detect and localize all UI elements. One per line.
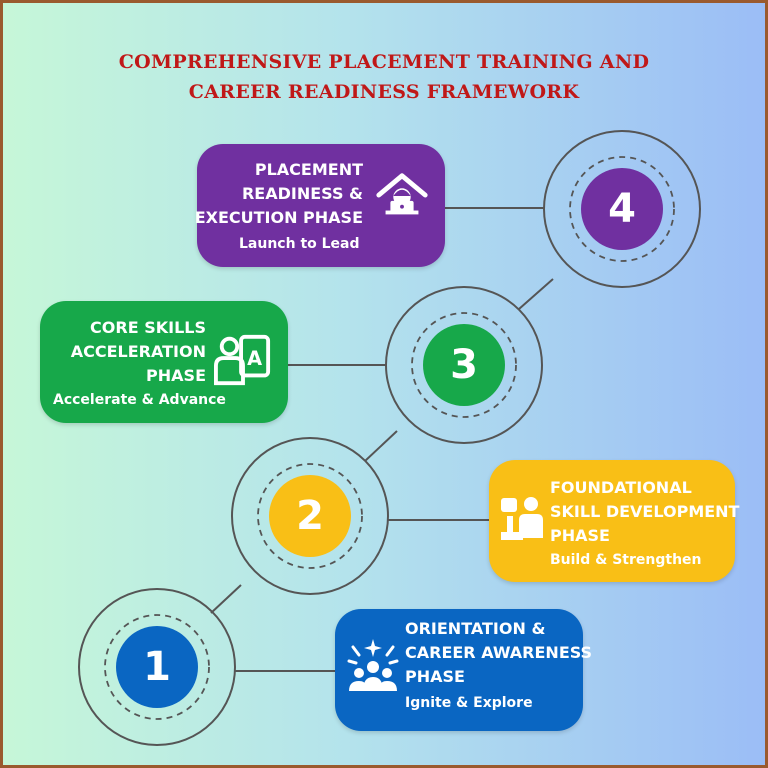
phase-3-title-line-3: PHASE: [146, 366, 206, 385]
phase-1-title-line-1: ORIENTATION &: [405, 619, 546, 638]
phase-3-title-line-1: CORE SKILLS: [90, 318, 206, 337]
title-line-1: COMPREHENSIVE PLACEMENT TRAINING AND: [118, 51, 650, 73]
connector-3-4: [518, 278, 554, 310]
learner-board-icon: A: [214, 334, 271, 386]
presenter-icon: [497, 494, 547, 544]
phase-1-title-line-2: CAREER AWARENESS: [405, 643, 593, 662]
title-line-2: CAREER READINESS FRAMEWORK: [188, 81, 580, 103]
phase-2-title-line-3: PHASE: [550, 526, 610, 545]
phase-4-title-line-1: PLACEMENT: [254, 160, 363, 179]
phase-3-title-line-2: ACCELERATION: [70, 342, 206, 361]
phase-2-card: FOUNDATIONAL SKILL DEVELOPMENT PHASE Bui…: [489, 460, 739, 582]
connector-2-3: [364, 430, 398, 462]
ring-dashed-1: [104, 614, 210, 720]
team-sparkle-icon: [345, 637, 401, 693]
phase-4-title-line-3: EXECUTION PHASE: [194, 208, 363, 227]
phase-1-card: ORIENTATION & CAREER AWARENESS PHASE Ign…: [335, 609, 592, 731]
connector-paths: [78, 130, 701, 746]
phase-4-subtitle: Launch to Lead: [239, 236, 360, 252]
ring-dashed-3: [411, 312, 517, 418]
ring-outer-1: [78, 588, 236, 746]
phase-2-number: 2: [269, 475, 351, 557]
phase-1-number: 1: [116, 626, 198, 708]
svg-text:A: A: [247, 347, 262, 370]
ring-outer-2: [231, 437, 389, 595]
phase-1-subtitle: Ignite & Explore: [405, 695, 533, 711]
remote-work-icon: [376, 173, 428, 215]
phase-1-title-line-3: PHASE: [405, 667, 465, 686]
phase-3-number: 3: [423, 324, 505, 406]
phase-2-subtitle: Build & Strengthen: [550, 552, 702, 568]
phase-2-title-line-2: SKILL DEVELOPMENT: [550, 502, 740, 521]
phase-4-card: PLACEMENT READINESS & EXECUTION PHASE La…: [194, 144, 445, 267]
connector-1-2: [210, 584, 242, 614]
ring-dashed-4: [569, 156, 675, 262]
phase-2-title-line-1: FOUNDATIONAL: [550, 478, 692, 497]
ring-dashed-2: [257, 463, 363, 569]
phase-4-number: 4: [581, 168, 663, 250]
phase-3-subtitle: Accelerate & Advance: [53, 392, 226, 408]
phase-3-card: CORE SKILLS ACCELERATION PHASE Accelerat…: [40, 301, 288, 423]
phase-4-title-line-2: READINESS &: [241, 184, 363, 203]
